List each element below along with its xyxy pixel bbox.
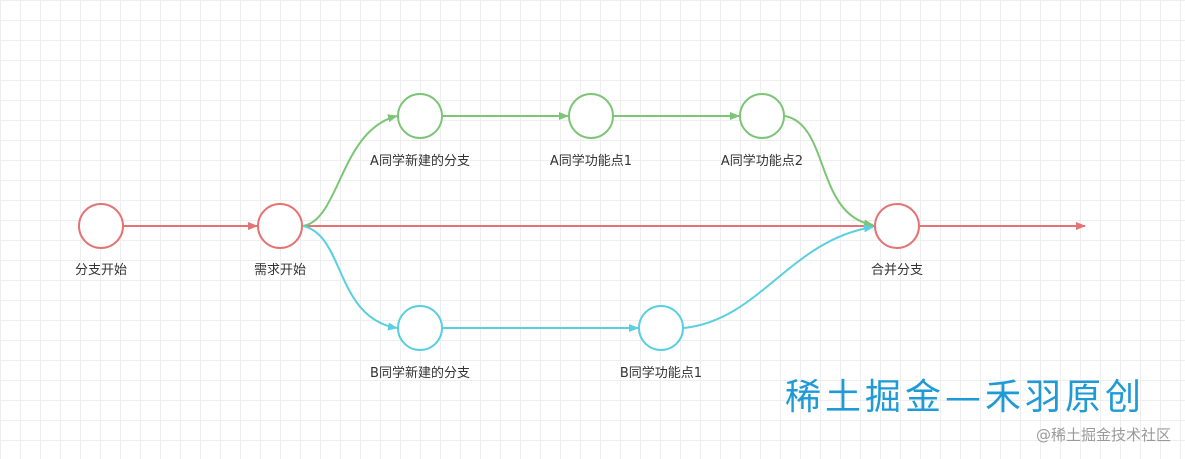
edge-requirement-to-a-branch [302, 114, 398, 227]
edge-b-feature-1-to-merge [683, 224, 874, 329]
node-a-new-branch [397, 93, 443, 139]
node-requirement-start [257, 203, 303, 249]
label-b-feature-1: B同学功能点1 [619, 366, 703, 381]
node-b-new-branch [397, 305, 443, 351]
edge-requirement-to-b-branch [302, 225, 398, 331]
label-b-new-branch: B同学新建的分支 [370, 366, 470, 381]
node-branch-start [78, 203, 124, 249]
watermark-credit: @稀土掘金技术社区 [1035, 426, 1171, 444]
label-requirement-start: 需求开始 [253, 263, 306, 278]
node-a-feature-1 [568, 93, 614, 139]
node-merge-branch [874, 203, 920, 249]
label-a-feature-1: A同学功能点1 [549, 154, 633, 169]
label-a-new-branch: A同学新建的分支 [370, 154, 470, 169]
label-a-feature-2: A同学功能点2 [720, 154, 804, 169]
label-branch-start: 分支开始 [74, 263, 127, 278]
edge-a-feature-2-to-merge [784, 115, 874, 228]
node-a-feature-2 [739, 93, 785, 139]
watermark-title: 稀土掘金—禾羽原创 [785, 377, 1146, 418]
node-b-feature-1 [638, 305, 684, 351]
label-merge-branch: 合并分支 [870, 263, 923, 278]
